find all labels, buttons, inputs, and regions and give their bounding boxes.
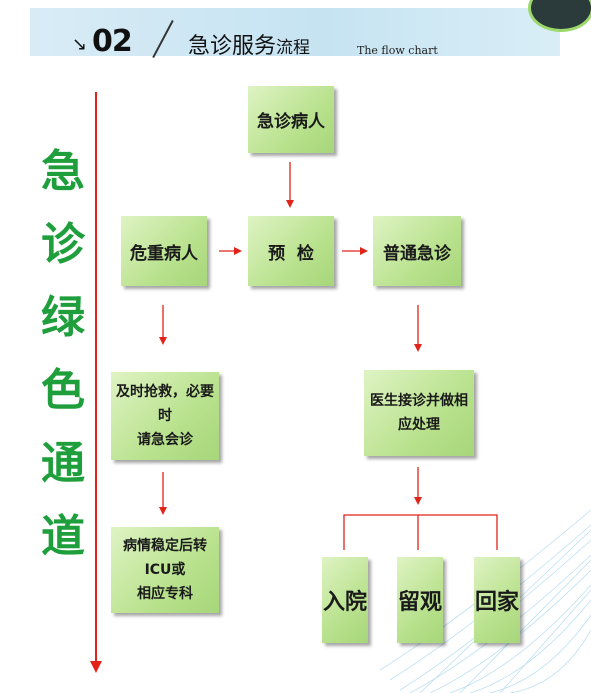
node-label: 入院 bbox=[322, 590, 367, 615]
node-stable-transfer: 病情稳定后转ICU或 相应专科 bbox=[111, 527, 219, 613]
node-critical-patient: 危重病人 bbox=[121, 216, 207, 286]
side-title-char: 诊 bbox=[41, 219, 85, 270]
node-label-line2: 相应专科 bbox=[137, 586, 193, 602]
background-wave-decoration bbox=[380, 509, 591, 693]
side-title-char: 急 bbox=[41, 146, 85, 197]
node-admit: 入院 bbox=[322, 557, 368, 643]
node-label-line2: 请急会诊 bbox=[137, 432, 193, 448]
node-emergency-patient: 急诊病人 bbox=[248, 86, 334, 153]
node-label-line1: 及时抢救，必要时 bbox=[116, 384, 214, 424]
arrow-down-right-icon: ↘ bbox=[72, 34, 88, 55]
node-label: 急诊病人 bbox=[257, 112, 325, 132]
section-subtitle: The flow chart bbox=[357, 44, 438, 57]
node-label: 留观 bbox=[397, 590, 442, 615]
node-label: 预 检 bbox=[268, 243, 314, 264]
node-label-line1: 病情稳定后转ICU或 bbox=[123, 538, 207, 578]
node-label: 普通急诊 bbox=[383, 243, 451, 264]
node-doctor-treatment: 医生接诊并做相应处理 bbox=[364, 370, 474, 456]
section-title-tail: 流程 bbox=[276, 38, 311, 58]
section-title: 急诊服务流程 bbox=[188, 28, 310, 60]
section-title-main: 急诊服务 bbox=[188, 34, 277, 59]
node-regular-emergency: 普通急诊 bbox=[373, 216, 461, 286]
branch-connector bbox=[343, 514, 498, 550]
side-title-char: 道 bbox=[41, 511, 85, 562]
node-triage: 预 检 bbox=[248, 216, 334, 286]
side-title-char: 色 bbox=[41, 365, 85, 416]
node-label: 回家 bbox=[474, 590, 519, 615]
node-rescue: 及时抢救，必要时 请急会诊 bbox=[111, 372, 219, 460]
node-observe: 留观 bbox=[397, 557, 443, 643]
node-go-home: 回家 bbox=[474, 557, 520, 643]
side-title-char: 绿 bbox=[41, 292, 85, 343]
node-label: 医生接诊并做相应处理 bbox=[370, 393, 468, 433]
section-number: 02 bbox=[92, 24, 133, 59]
side-title-char: 通 bbox=[41, 438, 85, 489]
header-banner: ↘ 02 急诊服务流程 The flow chart bbox=[30, 8, 560, 59]
node-label: 危重病人 bbox=[130, 243, 198, 264]
